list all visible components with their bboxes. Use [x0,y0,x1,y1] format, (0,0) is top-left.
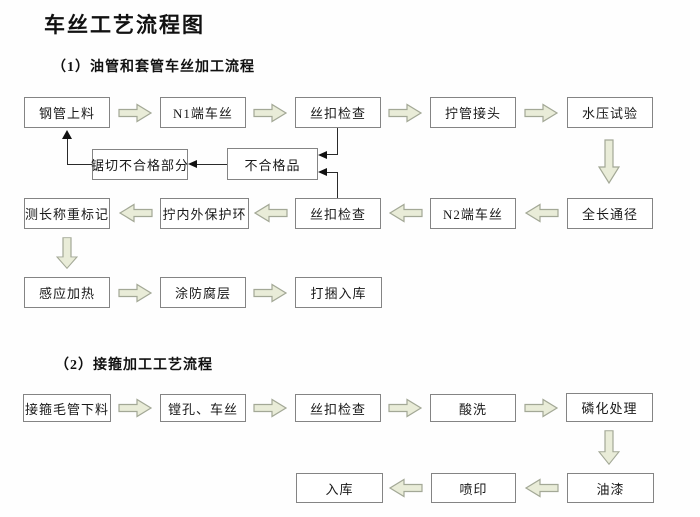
node-thread-inspection-1: 丝扣检查 [295,97,381,128]
block-arrow-right-icon [253,103,288,123]
block-arrow-left-icon [524,478,559,498]
block-arrow-right-icon [253,283,288,303]
block-arrow-left-icon [388,478,423,498]
node-hydro-test: 水压试验 [567,97,653,128]
page-title: 车丝工艺流程图 [44,13,205,37]
node-induction-heating: 感应加热 [24,277,110,308]
feedback-arrowhead-left-icon [318,168,327,176]
node-thread-inspection-3: 丝扣检查 [295,394,381,422]
node-anticorrosion-coating: 涂防腐层 [160,277,246,308]
block-arrow-left-icon [118,203,153,223]
feedback-line [327,172,338,173]
node-painting: 油漆 [567,473,654,503]
node-coupling-blank-cutting: 接箍毛管下料 [23,394,111,422]
feedback-arrowhead-left-icon [188,160,197,168]
feedback-line [67,164,92,165]
block-arrow-down-icon [598,139,620,184]
feedback-line [197,164,227,165]
node-steel-pipe-loading: 钢管上料 [24,97,110,128]
block-arrow-right-icon [118,103,153,123]
block-arrow-left-icon [253,203,288,223]
block-arrow-right-icon [118,283,153,303]
node-defective-product: 不合格品 [227,148,318,180]
feedback-line [337,128,338,155]
node-bundle-store: 打捆入库 [295,277,382,308]
block-arrow-right-icon [524,103,559,123]
node-spray-printing: 喷印 [431,473,516,503]
node-thread-inspection-2: 丝扣检查 [295,198,381,229]
feedback-arrowhead-up-icon [62,130,72,139]
section1-title: （1）油管和套管车丝加工流程 [52,60,255,75]
node-measure-weigh-mark: 测长称重标记 [24,198,110,229]
block-arrow-right-icon [388,103,423,123]
block-arrow-down-icon [598,430,620,465]
feedback-arrowhead-left-icon [318,151,327,159]
node-screw-coupling-joint: 拧管接头 [430,97,516,128]
node-warehouse: 入库 [296,473,383,503]
feedback-line [327,154,338,155]
feedback-line [67,139,68,165]
node-boring-threading: 镗孔、车丝 [160,394,246,422]
block-arrow-left-icon [388,203,423,223]
block-arrow-right-icon [253,398,288,418]
node-n1-threading: N1端车丝 [160,97,246,128]
node-saw-defective-part: 锯切不合格部分 [91,149,188,180]
node-full-length-drift: 全长通径 [567,198,653,229]
node-phosphating: 磷化处理 [566,393,653,422]
section2-title: （2）接箍加工工艺流程 [55,358,213,373]
block-arrow-right-icon [118,398,153,418]
block-arrow-right-icon [524,398,559,418]
block-arrow-left-icon [524,203,559,223]
block-arrow-down-icon [56,237,78,269]
node-screw-protect-rings: 拧内外保护环 [160,198,249,229]
block-arrow-right-icon [388,398,423,418]
node-acid-pickling: 酸洗 [430,394,516,422]
feedback-line [337,172,338,198]
node-n2-threading: N2端车丝 [430,198,516,229]
